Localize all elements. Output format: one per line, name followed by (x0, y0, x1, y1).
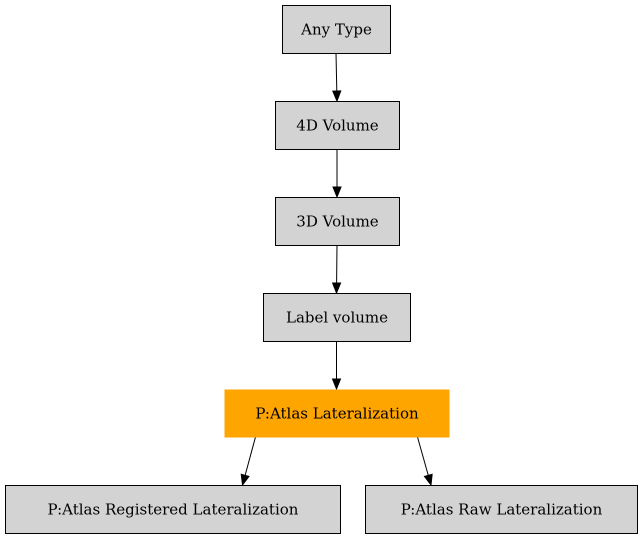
edge-line (417, 436, 429, 476)
node-3d-volume: 3D Volume (275, 197, 400, 246)
node-label: P:Atlas Lateralization (255, 405, 419, 423)
edge-p-atlas-lateralization-to-p-atlas-raw-lateralization (417, 436, 433, 487)
node-box (5, 485, 341, 534)
arrowhead-icon (240, 473, 250, 487)
node-box (224, 389, 450, 438)
edge-3d-volume-to-label-volume (331, 244, 342, 295)
node-label: P:Atlas Registered Lateralization (48, 501, 299, 519)
node-box (282, 5, 391, 54)
node-p-atlas-lateralization: P:Atlas Lateralization (224, 389, 450, 438)
edge-any-type-to-4d-volume (332, 52, 342, 103)
node-box (275, 101, 400, 150)
node-p-atlas-registered-lateralization: P:Atlas Registered Lateralization (5, 485, 341, 534)
arrowhead-icon (332, 186, 342, 199)
node-label: Any Type (300, 21, 372, 39)
edge-line (335, 52, 338, 92)
node-box (365, 485, 638, 534)
node-box (263, 293, 411, 342)
edge-4d-volume-to-3d-volume (332, 149, 342, 199)
node-label: 3D Volume (296, 213, 379, 231)
node-box (275, 197, 400, 246)
node-label-volume: Label volume (263, 293, 411, 342)
arrowhead-icon (331, 378, 342, 391)
arrowhead-icon (331, 282, 342, 295)
edges-layer (240, 52, 433, 487)
node-label: P:Atlas Raw Lateralization (401, 501, 603, 519)
arrowhead-icon (332, 90, 342, 103)
edge-p-atlas-lateralization-to-p-atlas-registered-lateralization (240, 436, 256, 487)
arrowhead-icon (423, 473, 433, 487)
node-any-type: Any Type (282, 5, 391, 54)
node-4d-volume: 4D Volume (275, 101, 400, 150)
node-p-atlas-raw-lateralization: P:Atlas Raw Lateralization (365, 485, 638, 534)
node-label: Label volume (286, 309, 388, 327)
node-label: 4D Volume (296, 117, 379, 135)
edge-line (244, 436, 256, 476)
edge-label-volume-to-p-atlas-lateralization (331, 341, 342, 391)
